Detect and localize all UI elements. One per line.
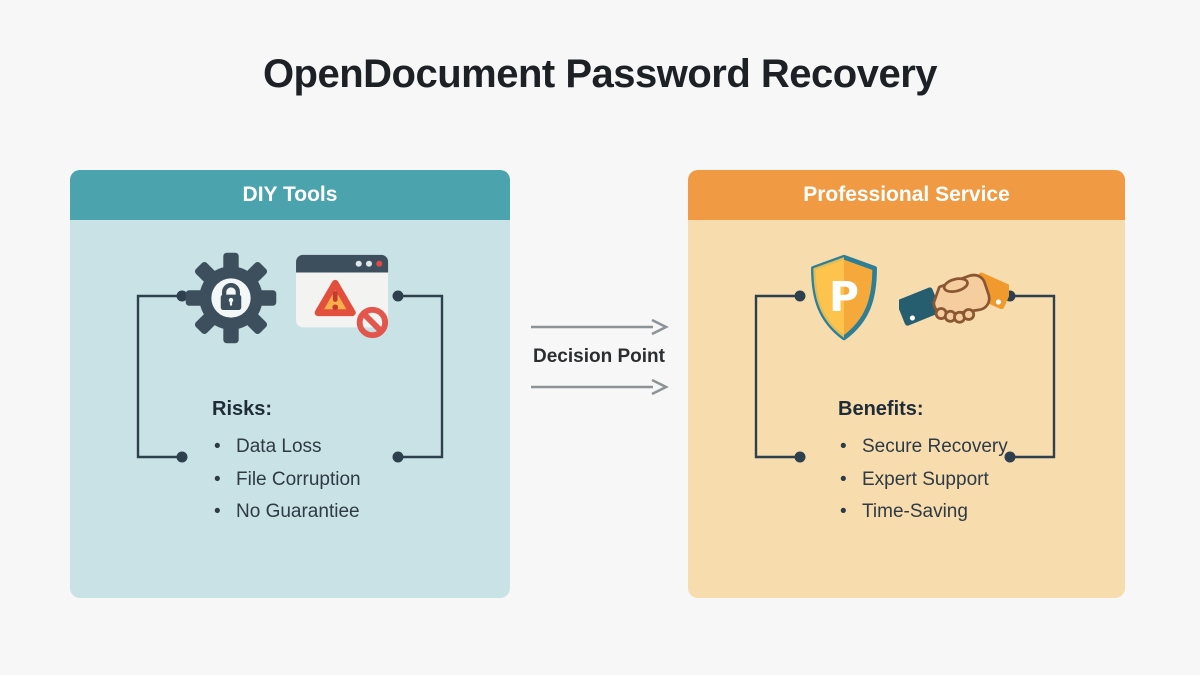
diy-bracket-connectors [136,290,444,463]
browser-warning-icon [296,254,389,339]
diy-tools-panel: DIY Tools [70,170,510,598]
diy-icon-row [70,246,510,350]
decision-point: Decision Point [524,318,674,396]
gear-lock-icon [185,252,277,344]
pro-panel-header: Professional Service [688,170,1125,220]
handshake-icon [898,272,1009,326]
pro-icon-row: P [688,246,1125,350]
list-item: File Corruption [212,464,361,497]
pro-text-block: Benefits: Secure Recovery Expert Support… [838,398,1008,529]
professional-service-panel: Professional Service P [688,170,1125,598]
list-item: Secure Recovery [838,431,1008,464]
arrow-right-icon [531,378,669,396]
svg-text:P: P [829,273,859,321]
arrow-right-icon [531,318,669,336]
diy-text-block: Risks: Data Loss File Corruption No Guar… [212,398,361,529]
list-item: No Guarantiee [212,496,361,529]
list-item: Expert Support [838,464,1008,497]
pro-bracket-connectors [754,290,1056,463]
diy-panel-header: DIY Tools [70,170,510,220]
list-item: Data Loss [212,431,361,464]
benefits-list: Secure Recovery Expert Support Time-Savi… [838,431,1008,529]
prohibition-icon [356,306,389,339]
shield-p-icon: P [810,254,877,341]
page-title: OpenDocument Password Recovery [262,52,938,96]
risks-list: Data Loss File Corruption No Guarantiee [212,431,361,529]
list-item: Time-Saving [838,496,1008,529]
decision-point-label: Decision Point [533,346,665,367]
benefits-heading: Benefits: [838,398,924,420]
risks-heading: Risks: [212,398,273,420]
